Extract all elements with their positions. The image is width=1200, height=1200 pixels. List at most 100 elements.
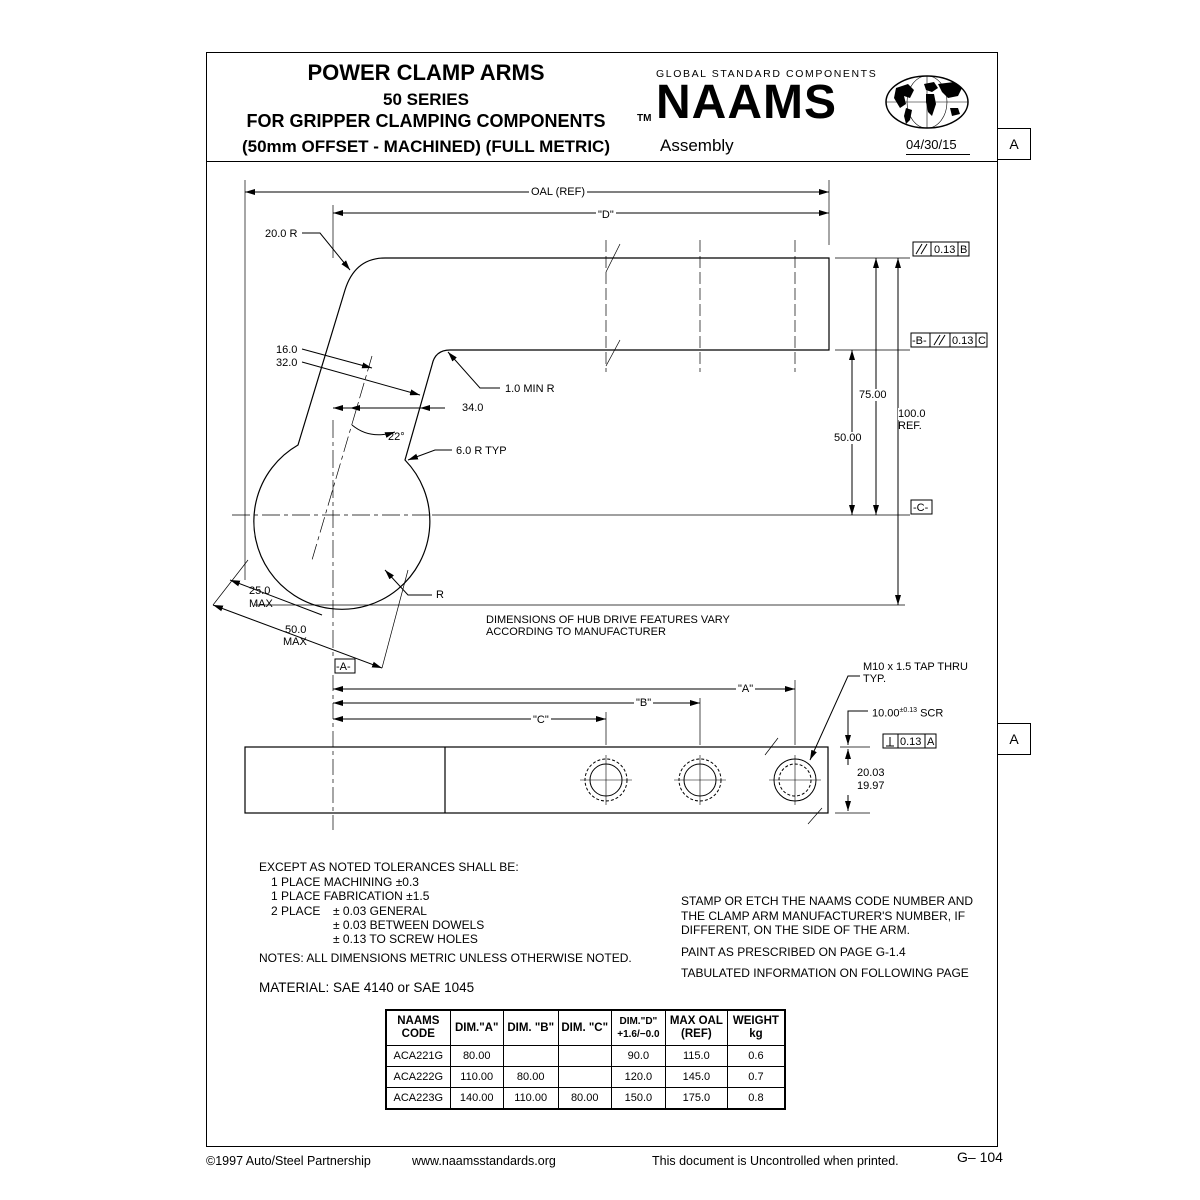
- cell-code: ACA222G: [385, 1066, 451, 1088]
- paint-note: PAINT AS PRESCRIBED ON PAGE G-1.4: [681, 945, 906, 959]
- dim-b-label: "B": [634, 697, 654, 709]
- radius-r-label: R: [436, 589, 444, 601]
- cell-dim-c: 80.00: [557, 1087, 612, 1110]
- tolerance-5: ± 0.13 TO SCREW HOLES: [333, 932, 478, 946]
- dim-a-label: "A": [736, 683, 756, 695]
- dim-25-label: 25.0: [249, 585, 271, 597]
- dim-50-label: 50.0: [285, 624, 307, 636]
- hub-note-line-2: ACCORDING TO MANUFACTURER: [486, 626, 666, 638]
- fcf-b-value: 0.13: [952, 335, 974, 347]
- cell-weight: 0.7: [726, 1066, 786, 1088]
- cell-dim-c: [557, 1045, 612, 1067]
- col-header-dim-b: DIM. "B": [502, 1009, 559, 1046]
- datum-a: -A-: [336, 661, 351, 673]
- col-header-dim-a: DIM."A": [449, 1009, 504, 1046]
- view-marker-a-bottom: A: [997, 723, 1031, 755]
- table-row: ACA223G 140.00 110.00 80.00 150.0 175.0 …: [385, 1087, 786, 1110]
- dim-32-label: 32.0: [276, 357, 298, 369]
- scr-value: 10.00: [872, 707, 900, 720]
- cell-max-oal: 115.0: [664, 1045, 728, 1067]
- title-line-1: POWER CLAMP ARMS: [307, 60, 545, 85]
- dim-50-max-label: MAX: [283, 636, 307, 648]
- hole-3: [769, 755, 821, 805]
- website: www.naamsstandards.org: [412, 1154, 556, 1168]
- title-line-2: 50 SERIES: [383, 90, 469, 109]
- cell-dim-d: 90.0: [610, 1045, 666, 1067]
- date-underline: [906, 154, 970, 155]
- title-line-3: FOR GRIPPER CLAMPING COMPONENTS: [246, 111, 606, 131]
- stamp-note-1: STAMP OR ETCH THE NAAMS CODE NUMBER AND: [681, 894, 974, 908]
- col-header-dim-d: DIM."D"+1.6/−0.0: [610, 1009, 666, 1046]
- tolerance-4: ± 0.03 BETWEEN DOWELS: [333, 918, 485, 932]
- material-note: MATERIAL: SAE 4140 or SAE 1045: [259, 980, 475, 995]
- cell-code: ACA223G: [385, 1087, 451, 1110]
- min-radius-label: 1.0 MIN R: [505, 383, 555, 395]
- fcf-b-datum: C: [978, 335, 986, 347]
- fcf-a-value: 0.13: [900, 736, 922, 748]
- naams-logo-text: NAAMS: [656, 76, 837, 129]
- radius-6-label: 6.0 R TYP: [456, 445, 507, 457]
- dim-100-ref-label: REF.: [898, 420, 922, 432]
- copyright: ©1997 Auto/Steel Partnership: [206, 1154, 371, 1168]
- cell-weight: 0.8: [726, 1087, 786, 1110]
- cell-dim-d: 120.0: [610, 1066, 666, 1088]
- cell-dim-a: 110.00: [449, 1066, 504, 1088]
- table-row: ACA221G 80.00 90.0 115.0 0.6: [385, 1045, 786, 1067]
- cell-dim-b: 80.00: [502, 1066, 559, 1088]
- trademark: TM: [637, 113, 652, 124]
- datum-b: -B-: [912, 335, 927, 347]
- tabulated-note: TABULATED INFORMATION ON FOLLOWING PAGE: [681, 966, 969, 980]
- stamp-note-2: THE CLAMP ARM MANUFACTURER'S NUMBER, IF: [681, 909, 966, 923]
- scr-tolerance: ±0.13: [899, 707, 917, 714]
- cell-dim-a: 140.00: [449, 1087, 504, 1110]
- fcf-top-datum: B: [960, 244, 968, 256]
- col-header-max-oal: MAX OAL(REF): [664, 1009, 728, 1046]
- cell-max-oal: 175.0: [664, 1087, 728, 1110]
- hole-2: [674, 755, 726, 805]
- dim-50-00-label: 50.00: [834, 432, 862, 444]
- table-row: ACA222G 110.00 80.00 120.0 145.0 0.7: [385, 1066, 786, 1088]
- datum-c: -C-: [913, 502, 929, 514]
- notes-line: NOTES: ALL DIMENSIONS METRIC UNLESS OTHE…: [259, 951, 632, 965]
- tap-note-line-1: M10 x 1.5 TAP THRU: [863, 661, 968, 673]
- view-marker-a-top: A: [997, 128, 1031, 160]
- hole-1: [580, 755, 632, 805]
- globe-icon: [885, 75, 969, 129]
- dim-100-label: 100.0: [898, 408, 926, 420]
- title-line-4: (50mm OFFSET - MACHINED) (FULL METRIC): [241, 137, 610, 156]
- cell-dim-a: 80.00: [449, 1045, 504, 1067]
- arm-side-view: [244, 746, 829, 814]
- cell-dim-b: 110.00: [502, 1087, 559, 1110]
- dim-34-label: 34.0: [462, 402, 484, 414]
- fcf-a-datum: A: [927, 736, 935, 748]
- thickness-lower: 19.97: [857, 780, 885, 792]
- cell-code: ACA221G: [385, 1045, 451, 1067]
- hub-note-line-1: DIMENSIONS OF HUB DRIVE FEATURES VARY: [486, 614, 730, 626]
- section-label: Assembly: [660, 136, 734, 155]
- org-caption: GLOBAL STANDARD COMPONENTS: [656, 68, 878, 80]
- scr-dimension: 10.00±0.13 SCR: [872, 705, 943, 720]
- revision-date: 04/30/15: [906, 137, 957, 152]
- col-header-dim-c: DIM. "C": [557, 1009, 612, 1046]
- angle-22-label: 22°: [388, 431, 405, 443]
- dim-d-label: "D": [596, 209, 616, 221]
- cell-max-oal: 145.0: [664, 1066, 728, 1088]
- tolerance-title: EXCEPT AS NOTED TOLERANCES SHALL BE:: [259, 860, 519, 874]
- dim-16-label: 16.0: [276, 344, 298, 356]
- radius-20-label: 20.0 R: [265, 228, 298, 240]
- title-block-divider: [206, 161, 997, 162]
- dim-75-label: 75.00: [859, 389, 887, 401]
- cell-dim-c: [557, 1066, 612, 1088]
- tolerance-3: ± 0.03 GENERAL: [333, 904, 427, 918]
- page-number: G– 104: [957, 1149, 1003, 1165]
- cell-weight: 0.6: [726, 1045, 786, 1067]
- stamp-note-3: DIFFERENT, ON THE SIDE OF THE ARM.: [681, 923, 910, 937]
- dim-c-label: "C": [531, 714, 551, 726]
- oal-label: OAL (REF): [529, 186, 587, 198]
- tap-note-line-2: TYP.: [863, 673, 887, 685]
